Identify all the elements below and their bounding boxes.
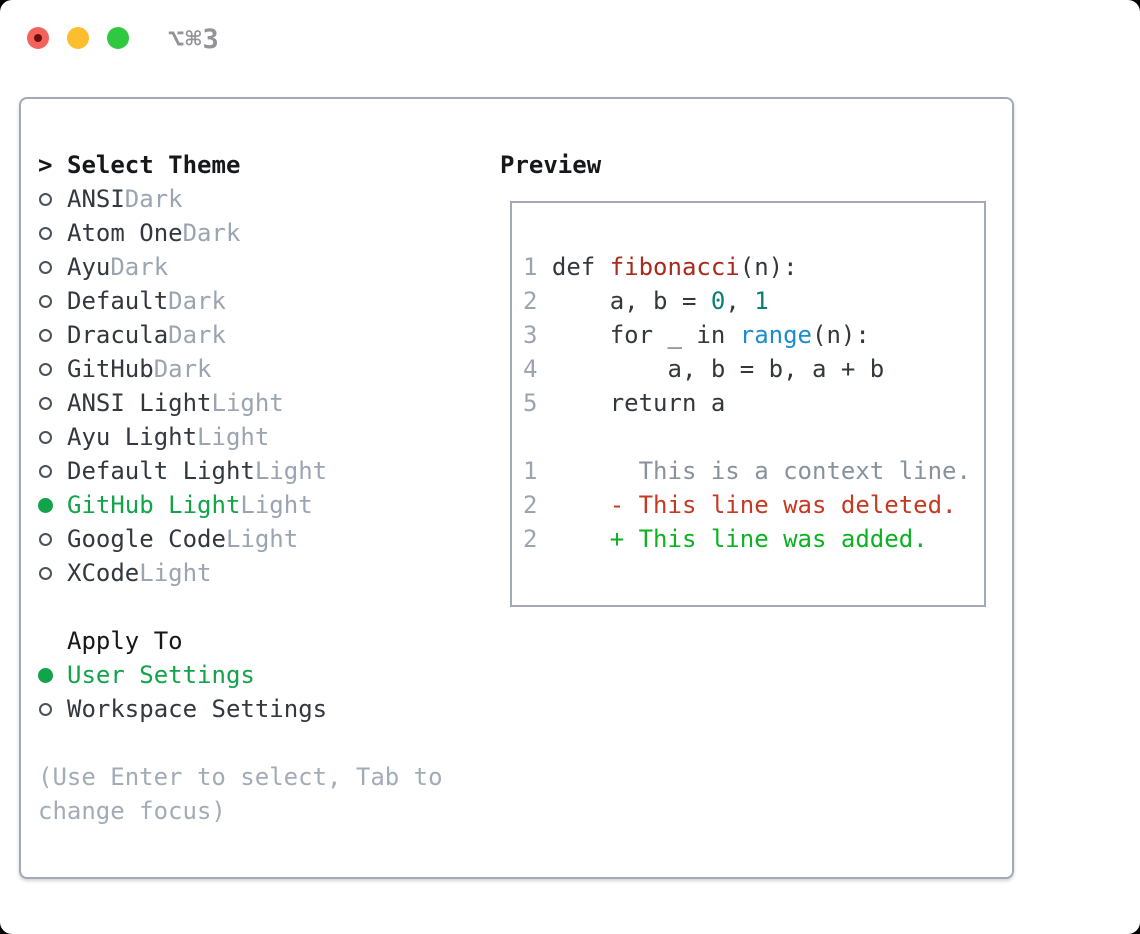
option-variant-label: Dark: [168, 287, 226, 315]
preview-box: 1 def fibonacci(n): 2 a, b = 0, 1 3 for _ …: [510, 201, 986, 607]
radio-icon: [38, 464, 67, 478]
option-variant-label: Light: [211, 389, 284, 417]
option-variant-label: Light: [197, 423, 270, 451]
option-variant-label: Dark: [153, 355, 212, 383]
apply-to-title: Apply To: [67, 627, 183, 655]
theme-picker-header-row: > Select Theme: [38, 148, 480, 182]
radio-icon: [38, 532, 67, 546]
option-variant-label: Dark: [124, 185, 183, 213]
code-line: 4 a, b = b, a + b: [523, 355, 885, 383]
radio-icon: [38, 294, 67, 308]
code-line: 2 a, b = 0, 1: [523, 287, 769, 315]
option-label: Default: [67, 287, 169, 315]
minimize-button[interactable]: [67, 27, 89, 49]
code-line: 2 - This line was deleted.: [523, 491, 957, 519]
code-line: [523, 420, 984, 454]
option-variant-label: Light: [225, 525, 299, 553]
window-title: ⌥⌘3: [168, 24, 220, 55]
option-label: Workspace Settings: [67, 695, 328, 723]
close-button[interactable]: [27, 27, 49, 49]
code-preview: 1 def fibonacci(n): 2 a, b = 0, 1 3 for _ …: [512, 203, 984, 556]
code-line: 2 + This line was added.: [523, 525, 928, 553]
option-variant-label: Light: [240, 491, 313, 519]
option-variant-label: Light: [254, 457, 328, 485]
radio-selected-icon: [38, 667, 67, 683]
apply-to-option[interactable]: Workspace Settings: [38, 692, 480, 726]
theme-option[interactable]: Ayu Dark: [38, 250, 480, 284]
code-line: 1 def fibonacci(n):: [523, 253, 798, 281]
theme-option[interactable]: Default Light Light: [38, 454, 480, 488]
radio-icon: [38, 328, 67, 342]
close-button-dot-icon: [34, 34, 42, 42]
option-label: Atom One: [67, 219, 183, 247]
apply-to-header-row: Apply To: [38, 624, 480, 658]
radio-icon: [38, 396, 67, 410]
theme-option[interactable]: GitHub Dark: [38, 352, 480, 386]
theme-option[interactable]: ANSI Light Light: [38, 386, 480, 420]
theme-option[interactable]: Google Code Light: [38, 522, 480, 556]
option-variant-label: Dark: [110, 253, 169, 281]
keyboard-hint: (Use Enter to select, Tab to change focu…: [38, 763, 443, 825]
option-label: User Settings: [67, 661, 255, 689]
theme-option[interactable]: Default Dark: [38, 284, 480, 318]
spacer: [38, 590, 480, 624]
option-label: Ayu: [67, 253, 111, 281]
code-line: 3 for _ in range(n):: [523, 321, 870, 349]
option-label: Default Light: [67, 457, 255, 485]
radio-icon: [38, 566, 67, 580]
theme-option[interactable]: ANSI Dark: [38, 182, 480, 216]
theme-option[interactable]: Dracula Dark: [38, 318, 480, 352]
option-label: ANSI: [67, 185, 125, 213]
option-variant-label: Dark: [182, 219, 241, 247]
titlebar: ⌥⌘3: [0, 0, 1140, 96]
radio-icon: [38, 192, 67, 206]
option-label: ANSI Light: [67, 389, 212, 417]
theme-option[interactable]: XCode Light: [38, 556, 480, 590]
radio-selected-icon: [38, 497, 67, 513]
option-variant-label: Dark: [168, 321, 226, 349]
theme-option[interactable]: GitHub Light Light: [38, 488, 480, 522]
option-label: Ayu Light: [67, 423, 198, 451]
radio-icon: [38, 260, 67, 274]
option-label: GitHub Light: [67, 491, 241, 519]
radio-icon: [38, 430, 67, 444]
option-variant-label: Light: [139, 559, 212, 587]
radio-icon: [38, 226, 67, 240]
option-label: Google Code: [67, 525, 226, 553]
option-label: Dracula: [67, 321, 169, 349]
radio-icon: [38, 702, 67, 716]
theme-option[interactable]: Ayu Light Light: [38, 420, 480, 454]
theme-picker-title: Select Theme: [67, 151, 241, 179]
theme-option[interactable]: Atom One Dark: [38, 216, 480, 250]
focus-caret: >: [38, 151, 53, 179]
apply-to-option[interactable]: User Settings: [38, 658, 480, 692]
zoom-button[interactable]: [107, 27, 129, 49]
option-label: XCode: [67, 559, 140, 587]
option-label: GitHub: [67, 355, 154, 383]
radio-icon: [38, 362, 67, 376]
preview-title: Preview: [500, 151, 602, 179]
code-line: 1 This is a context line.: [523, 457, 971, 485]
code-line: 5 return a: [523, 389, 726, 417]
